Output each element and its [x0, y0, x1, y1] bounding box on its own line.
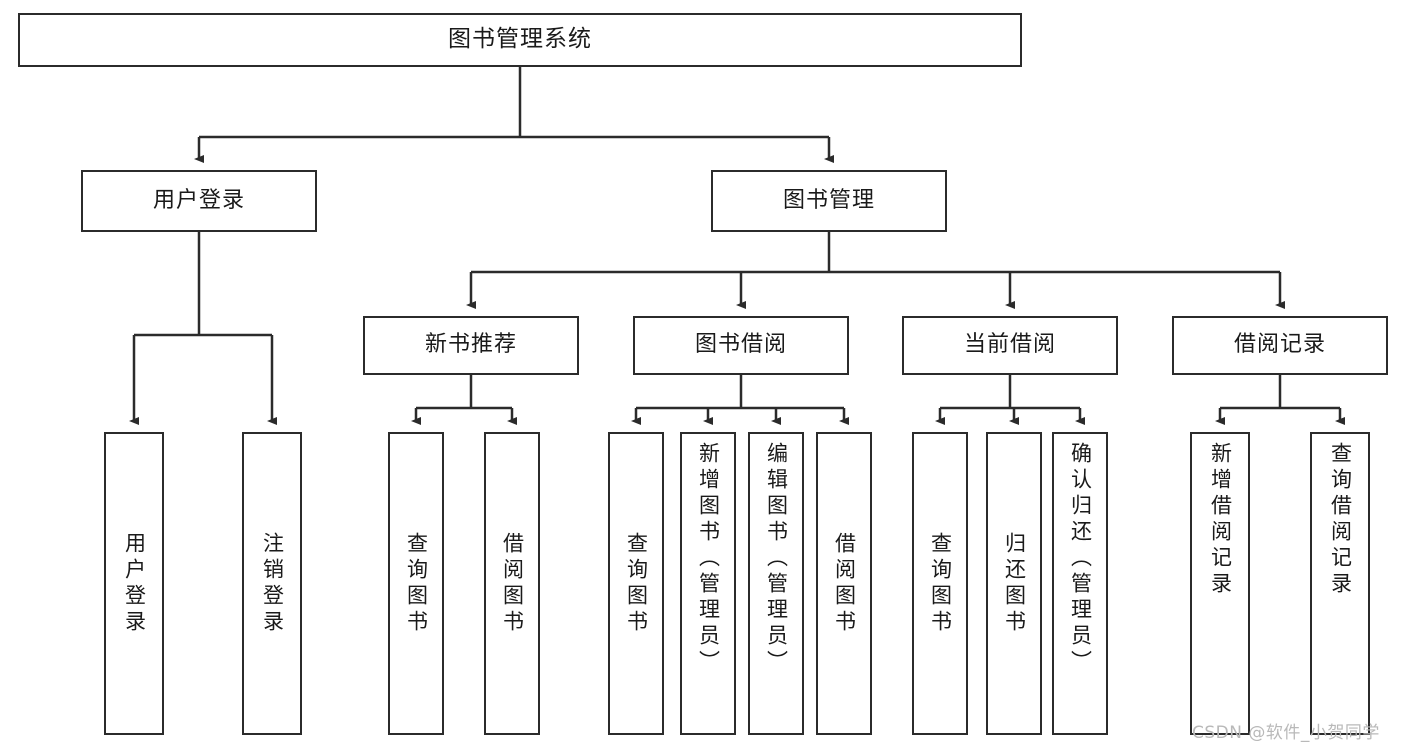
node-label: 查询图书	[624, 531, 649, 636]
node-label: 新增图书（管理员）	[696, 442, 721, 676]
node-root[interactable]: 图书管理系统	[18, 13, 1022, 67]
node-label: 查询图书	[404, 531, 429, 636]
node-b-edit[interactable]: 编辑图书（管理员）	[748, 432, 804, 735]
node-bookmgmt[interactable]: 图书管理	[711, 170, 947, 232]
node-login[interactable]: 用户登录	[81, 170, 317, 232]
node-n-borrow[interactable]: 借阅图书	[484, 432, 540, 735]
node-b-lend[interactable]: 借阅图书	[816, 432, 872, 735]
node-n-query[interactable]: 查询图书	[388, 432, 444, 735]
node-b-add[interactable]: 新增图书（管理员）	[680, 432, 736, 735]
node-label: 归还图书	[1002, 531, 1027, 636]
node-l-logout[interactable]: 注销登录	[242, 432, 302, 735]
node-label: 用户登录	[122, 531, 147, 636]
node-label: 借阅记录	[1233, 332, 1326, 358]
node-label: 查询图书	[928, 531, 953, 636]
node-newbook[interactable]: 新书推荐	[363, 316, 579, 375]
node-label: 借阅图书	[832, 531, 857, 636]
node-r-query[interactable]: 查询借阅记录	[1310, 432, 1370, 735]
node-label: 借阅图书	[500, 531, 525, 636]
node-label: 图书借阅	[694, 332, 787, 358]
node-label: 新书推荐	[424, 332, 517, 358]
node-r-add[interactable]: 新增借阅记录	[1190, 432, 1250, 735]
node-label: 查询借阅记录	[1328, 442, 1353, 598]
node-label: 编辑图书（管理员）	[764, 442, 789, 676]
node-l-login[interactable]: 用户登录	[104, 432, 164, 735]
node-current[interactable]: 当前借阅	[902, 316, 1118, 375]
node-label: 用户登录	[152, 187, 245, 213]
node-label: 图书管理	[782, 187, 875, 213]
csdn-watermark: CSDN @软件_小贺同学	[1192, 723, 1380, 743]
node-b-query[interactable]: 查询图书	[608, 432, 664, 735]
node-c-query[interactable]: 查询图书	[912, 432, 968, 735]
node-records[interactable]: 借阅记录	[1172, 316, 1388, 375]
node-borrow[interactable]: 图书借阅	[633, 316, 849, 375]
node-label: 当前借阅	[963, 332, 1056, 358]
node-c-confirm[interactable]: 确认归还（管理员）	[1052, 432, 1108, 735]
node-c-return[interactable]: 归还图书	[986, 432, 1042, 735]
node-label: 新增借阅记录	[1208, 442, 1233, 598]
node-label: 注销登录	[260, 531, 285, 636]
node-label: 图书管理系统	[448, 26, 592, 53]
node-label: 确认归还（管理员）	[1068, 442, 1093, 676]
